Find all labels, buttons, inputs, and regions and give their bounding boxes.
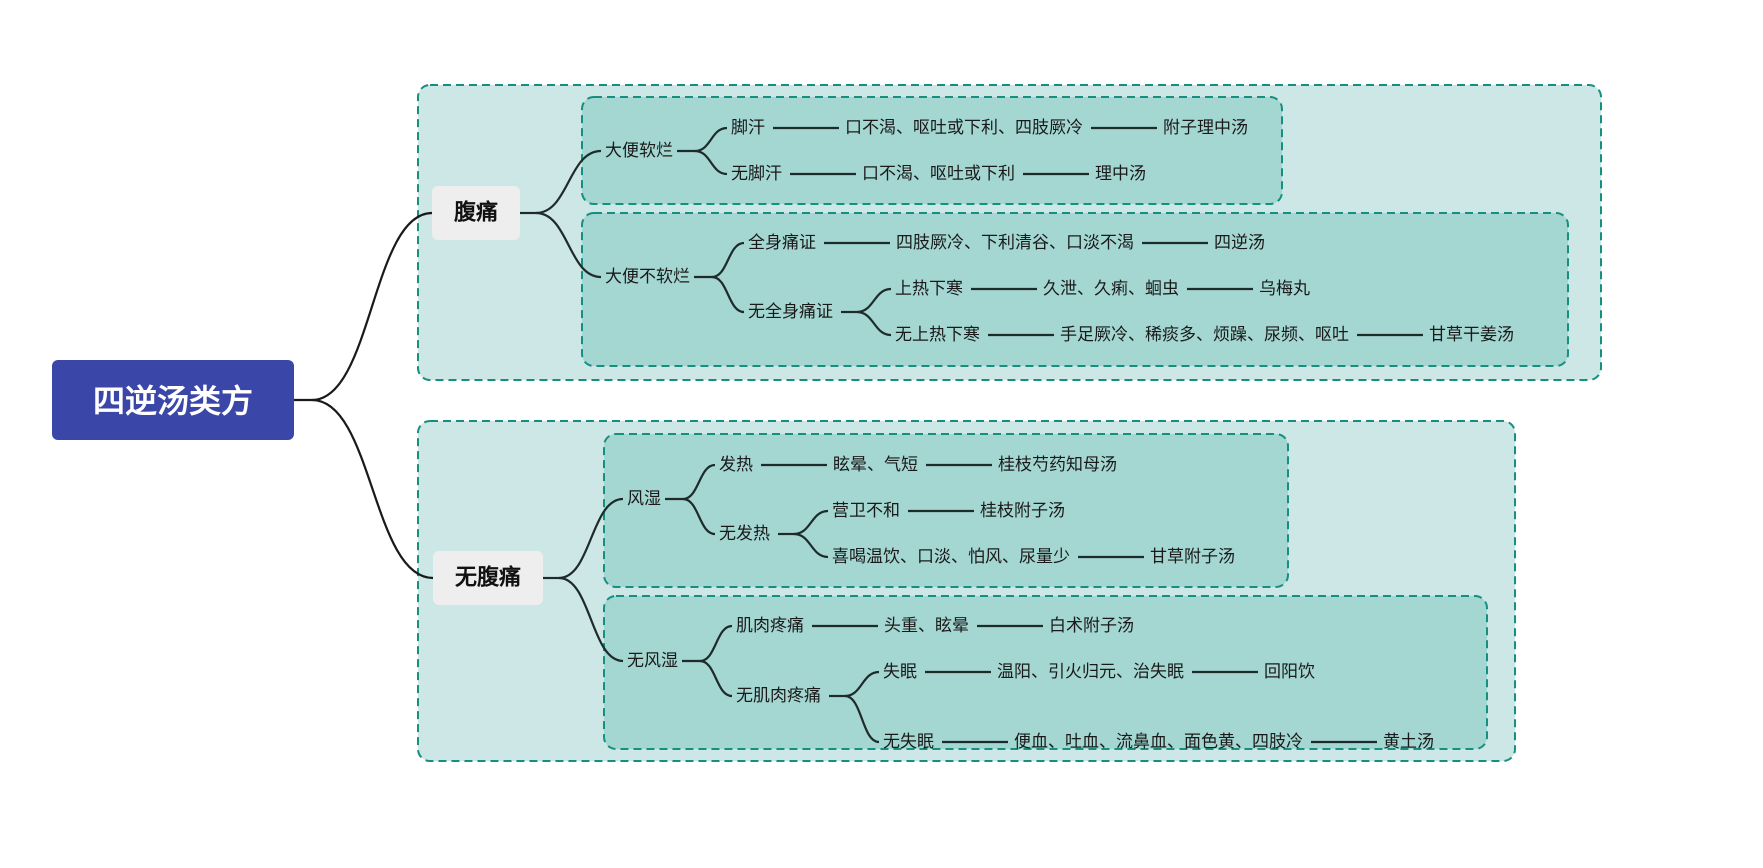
chain-node-label: 甘草干姜汤 xyxy=(1429,325,1514,345)
branch-to-group xyxy=(558,497,624,580)
branch-node-label: 无腹痛 xyxy=(455,565,521,591)
child-node-label: 失眠 xyxy=(883,662,917,682)
item-node-label: 肌肉疼痛 xyxy=(736,616,804,636)
chain-node-label: 口不渴、呕吐或下利、四肢厥冷 xyxy=(845,118,1083,138)
child-node-label: 无失眠 xyxy=(883,732,934,752)
chain-node-label: 甘草附子汤 xyxy=(1150,547,1235,567)
branch-node-0[interactable] xyxy=(432,186,520,240)
item-node-label: 无脚汗 xyxy=(731,164,782,184)
child-node-label: 上热下寒 xyxy=(895,279,963,299)
chain-node-label: 理中汤 xyxy=(1095,164,1146,184)
root-node[interactable] xyxy=(52,360,294,440)
root-to-branch-0 xyxy=(311,211,433,402)
child-node-label: 营卫不和 xyxy=(832,501,900,521)
item-to-child xyxy=(856,310,892,337)
group-box xyxy=(581,212,1569,367)
group-node-label: 大便软烂 xyxy=(605,141,673,161)
chain-node-label: 乌梅丸 xyxy=(1259,279,1310,299)
branch-node-label: 腹痛 xyxy=(454,200,498,226)
group-box xyxy=(581,96,1283,205)
chain-node-label: 头重、眩晕 xyxy=(884,616,969,636)
group-to-item xyxy=(711,275,745,314)
group-to-item xyxy=(682,463,716,501)
chain-node-label: 四逆汤 xyxy=(1214,233,1265,253)
chain-node-label: 口不渴、呕吐或下利 xyxy=(862,164,1015,184)
chain-node-label: 久泄、久痢、蛔虫 xyxy=(1043,279,1179,299)
chain-node-label: 附子理中汤 xyxy=(1163,118,1248,138)
branch-to-group xyxy=(535,211,602,279)
group-node-label: 风湿 xyxy=(627,489,661,509)
item-to-child xyxy=(793,532,829,559)
branch-to-group xyxy=(558,576,624,663)
chain-node-label: 桂枝附子汤 xyxy=(980,501,1065,521)
chain-node-label: 四肢厥冷、下利清谷、口淡不渴 xyxy=(896,233,1134,253)
item-node-label: 无全身痛证 xyxy=(748,302,833,322)
child-node-label: 无上热下寒 xyxy=(895,325,980,345)
chain-node-label: 温阳、引火归元、治失眠 xyxy=(997,662,1184,682)
branch-to-group xyxy=(535,149,602,215)
item-node-label: 无肌肉疼痛 xyxy=(736,686,821,706)
group-to-item xyxy=(682,497,716,536)
chain-node-label: 回阳饮 xyxy=(1264,662,1315,682)
root-to-branch-1 xyxy=(311,398,434,580)
child-node-label: 喜喝温饮、口淡、怕风、尿量少 xyxy=(832,547,1070,567)
group-to-item xyxy=(699,659,733,698)
item-to-child xyxy=(844,670,880,698)
root-node-label: 四逆汤类方 xyxy=(93,382,253,420)
group-node-label: 无风湿 xyxy=(627,651,678,671)
item-to-child xyxy=(844,694,880,744)
chain-node-label: 黄土汤 xyxy=(1383,732,1434,752)
item-node-label: 无发热 xyxy=(719,524,770,544)
item-node-label: 全身痛证 xyxy=(748,233,816,253)
chain-node-label: 眩晕、气短 xyxy=(833,455,918,475)
group-to-item xyxy=(694,149,728,176)
item-node-label: 发热 xyxy=(719,455,753,475)
connector-lines xyxy=(294,126,1423,744)
group-box xyxy=(603,595,1488,750)
group-boxes xyxy=(417,84,1602,762)
chain-node-label: 手足厥冷、稀痰多、烦躁、尿频、呕吐 xyxy=(1060,325,1349,345)
group-to-item xyxy=(699,624,733,663)
chain-node-label: 白术附子汤 xyxy=(1049,616,1134,636)
chain-node-label: 桂枝芍药知母汤 xyxy=(998,455,1117,475)
group-to-item xyxy=(711,241,745,279)
branch-node-1[interactable] xyxy=(433,551,543,605)
group-node-label: 大便不软烂 xyxy=(605,267,690,287)
chain-node-label: 便血、吐血、流鼻血、面色黄、四肢冷 xyxy=(1014,732,1303,752)
item-node-label: 脚汗 xyxy=(731,118,765,138)
